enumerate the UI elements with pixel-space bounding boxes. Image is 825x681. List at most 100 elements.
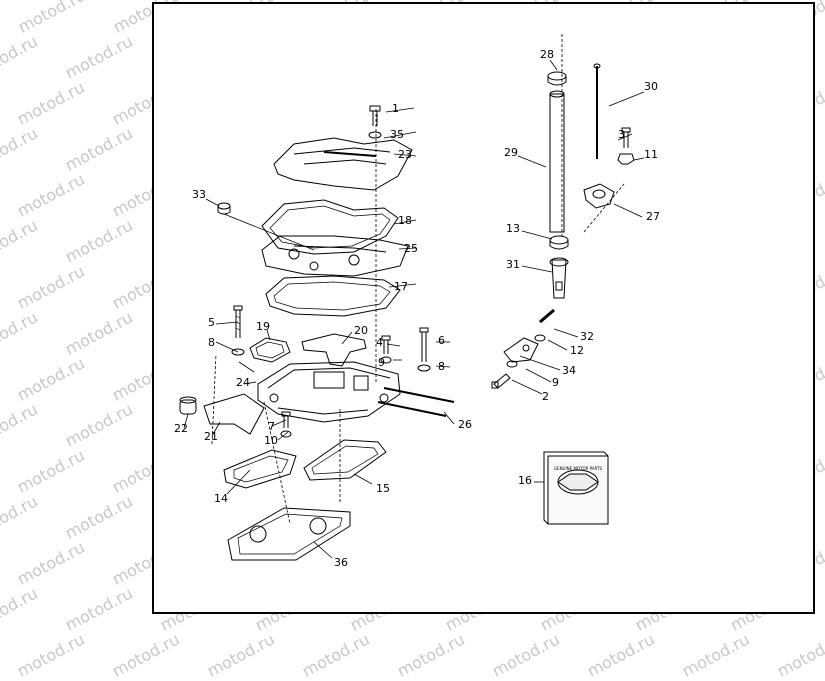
callout-label: 20 xyxy=(354,324,368,337)
part-13-seal xyxy=(549,235,569,250)
part-21-rocker-shaft xyxy=(203,393,265,435)
watermark-text: motod.ru xyxy=(678,629,753,681)
watermark-text: motod.ru xyxy=(821,123,825,175)
leader-lines xyxy=(183,34,645,559)
callout-label: 27 xyxy=(646,210,660,223)
part-8-washer xyxy=(231,348,245,356)
callout-label: 4 xyxy=(376,336,383,349)
callout-label: 31 xyxy=(506,258,520,271)
watermark-text: motod.ru xyxy=(773,629,825,681)
part-7-bolt xyxy=(281,411,291,428)
callout-label: 3 xyxy=(618,128,625,141)
watermark-text: motod.ru xyxy=(0,31,41,83)
watermark-text: motod.ru xyxy=(13,445,88,497)
part-28-seal xyxy=(547,71,567,86)
watermark-text: motod.ru xyxy=(298,629,373,681)
watermark-text: motod.ru xyxy=(0,399,41,451)
callout-label: 1 xyxy=(392,102,399,115)
watermark-text: motod.ru xyxy=(393,629,468,681)
part-23-rocker-cover xyxy=(273,137,413,191)
part-9-washer-right xyxy=(506,360,518,368)
part-32-pin xyxy=(539,308,555,324)
watermark-text: motod.ru xyxy=(108,629,183,681)
part-17-gasket xyxy=(265,275,401,317)
callout-label: 36 xyxy=(334,556,348,569)
part-20-rocker-arm xyxy=(301,333,367,367)
callout-label: 16 xyxy=(518,474,532,487)
watermark-text: motod.ru xyxy=(821,583,825,635)
part-9-washer xyxy=(380,356,392,364)
callout-label: 5 xyxy=(208,316,215,329)
watermark-text: motod.ru xyxy=(488,629,563,681)
part-4-bolt xyxy=(381,335,391,354)
callout-label: 24 xyxy=(236,376,250,389)
watermark-text: motod.ru xyxy=(13,169,88,221)
callout-label: 19 xyxy=(256,320,270,333)
part-24-rocker-support xyxy=(257,361,401,423)
watermark-text: motod.ru xyxy=(821,491,825,543)
watermark-text: motod.ru xyxy=(0,307,41,359)
watermark-text: motod.ru xyxy=(0,583,41,635)
callout-label: 34 xyxy=(562,364,576,377)
callout-label: 28 xyxy=(540,48,554,61)
callout-label: 25 xyxy=(404,242,418,255)
part-18-gasket xyxy=(261,199,399,255)
watermark-text: motod.ru xyxy=(13,261,88,313)
package-label: GENUINE MOTOR PARTS xyxy=(554,466,603,471)
callout-label: 22 xyxy=(174,422,188,435)
watermark-text: motod.ru xyxy=(61,399,136,451)
part-26-pushrod-pins xyxy=(377,387,455,417)
callout-label: 9 xyxy=(378,356,385,369)
callout-label: 35 xyxy=(390,128,404,141)
callout-label: 7 xyxy=(268,420,275,433)
part-36-base-gasket xyxy=(227,507,351,561)
part-8-washer-right xyxy=(417,364,431,372)
callout-label: 21 xyxy=(204,430,218,443)
watermark-text: motod.ru xyxy=(583,629,658,681)
watermark-text: motod.ru xyxy=(61,307,136,359)
part-33-plug xyxy=(217,202,231,215)
callout-label: 18 xyxy=(398,214,412,227)
part-14-gasket xyxy=(223,449,297,489)
callout-label: 23 xyxy=(398,148,412,161)
part-10-washer xyxy=(280,430,292,438)
watermark-text: motod.ru xyxy=(821,399,825,451)
callout-label: 26 xyxy=(458,418,472,431)
exploded-parts-diagram: 1352333182517519204688924222171026141536… xyxy=(174,34,660,569)
callout-label: 14 xyxy=(214,492,228,505)
part-15-gasket xyxy=(303,439,387,481)
watermark-text: motod.ru xyxy=(61,583,136,635)
callout-label: 11 xyxy=(644,148,658,161)
callout-label: 8 xyxy=(208,336,215,349)
callout-label: 6 xyxy=(438,334,445,347)
watermark-text: motod.ru xyxy=(61,491,136,543)
watermark-text: motod.ru xyxy=(13,537,88,589)
watermark-text: motod.ru xyxy=(0,215,41,267)
part-27-clip xyxy=(583,183,615,209)
callout-label: 13 xyxy=(506,222,520,235)
part-11-nut xyxy=(617,153,635,165)
callout-label: 12 xyxy=(570,344,584,357)
watermark-text: motod.ru xyxy=(61,123,136,175)
watermark-text: motod.ru xyxy=(13,629,88,681)
part-16-touch-up-package xyxy=(543,451,609,525)
part-2-bolt xyxy=(491,373,511,389)
watermark-text: motod.ru xyxy=(61,215,136,267)
callout-label: 8 xyxy=(438,360,445,373)
callout-label: 32 xyxy=(580,330,594,343)
part-30-pushrod xyxy=(593,63,601,159)
callout-label: 17 xyxy=(394,280,408,293)
watermark-text: motod.ru xyxy=(14,0,89,37)
part-19-gasket xyxy=(249,337,291,363)
callout-label: 29 xyxy=(504,146,518,159)
watermark-text: motod.ru xyxy=(821,31,825,83)
watermark-text: motod.ru xyxy=(61,31,136,83)
callout-label: 10 xyxy=(264,434,278,447)
part-1-bolt xyxy=(369,105,381,126)
callout-label: 30 xyxy=(644,80,658,93)
part-6-bolt xyxy=(419,327,429,362)
watermark-text: motod.ru xyxy=(0,123,41,175)
watermark-text: motod.ru xyxy=(821,307,825,359)
